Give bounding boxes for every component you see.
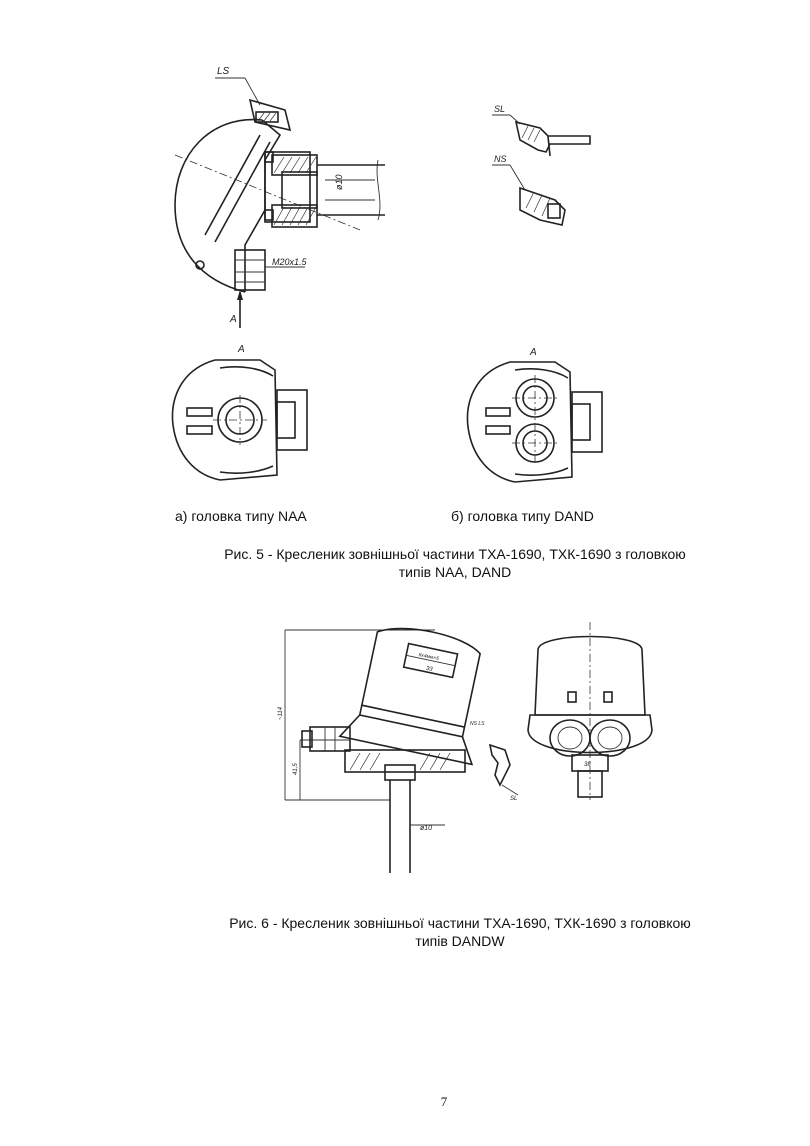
fig5-detail-drawing: SL NS bbox=[480, 100, 610, 235]
fig6-front-drawing: 38 bbox=[520, 620, 660, 820]
fig5-view-a-dand: A bbox=[460, 340, 620, 490]
fig5-section-drawing: LS M20x1.5 A ø10 bbox=[160, 60, 390, 330]
label-fig6-dia10: ø10 bbox=[420, 825, 432, 832]
label-thread: M20x1.5 bbox=[272, 257, 308, 267]
label-front-dim: 38 bbox=[584, 762, 591, 768]
page-number: 7 bbox=[440, 1094, 448, 1109]
figure5-caption-line1: Рис. 5 - Кресленик зовнішньої частини ТХ… bbox=[224, 546, 686, 562]
label-dim-small: 6x4мм×5 bbox=[418, 652, 440, 662]
label-view-a-left: A bbox=[237, 344, 245, 355]
caption-dand: б) головка типу DAND bbox=[451, 508, 594, 524]
label-view-a-right: A bbox=[529, 347, 537, 358]
fig6-side-drawing: ~114 41,5 6x4мм×5 33 ø10 NS LS bbox=[270, 615, 530, 875]
figure6-caption-line2: типів DANDW bbox=[415, 933, 505, 949]
label-arrow-a: A bbox=[229, 314, 237, 325]
caption-naa: а) головка типу NAA bbox=[175, 508, 307, 524]
label-ns: NS bbox=[494, 154, 507, 164]
label-fig6-sl: SL bbox=[510, 796, 517, 802]
figure6-caption-line1: Рис. 6 - Кресленик зовнішньої частини ТХ… bbox=[229, 915, 691, 931]
label-ns-ls: NS LS bbox=[470, 721, 485, 727]
figure5-caption-line2: типів NAA, DAND bbox=[398, 564, 512, 580]
label-sl: SL bbox=[494, 104, 505, 114]
fig5-view-a-naa: A bbox=[165, 340, 325, 490]
label-dim-width: 33 bbox=[425, 666, 433, 673]
label-dim-total: ~114 bbox=[278, 706, 284, 720]
label-dim-lower: 41,5 bbox=[293, 763, 299, 775]
label-dia10: ø10 bbox=[334, 174, 344, 190]
label-ls: LS bbox=[217, 66, 230, 77]
